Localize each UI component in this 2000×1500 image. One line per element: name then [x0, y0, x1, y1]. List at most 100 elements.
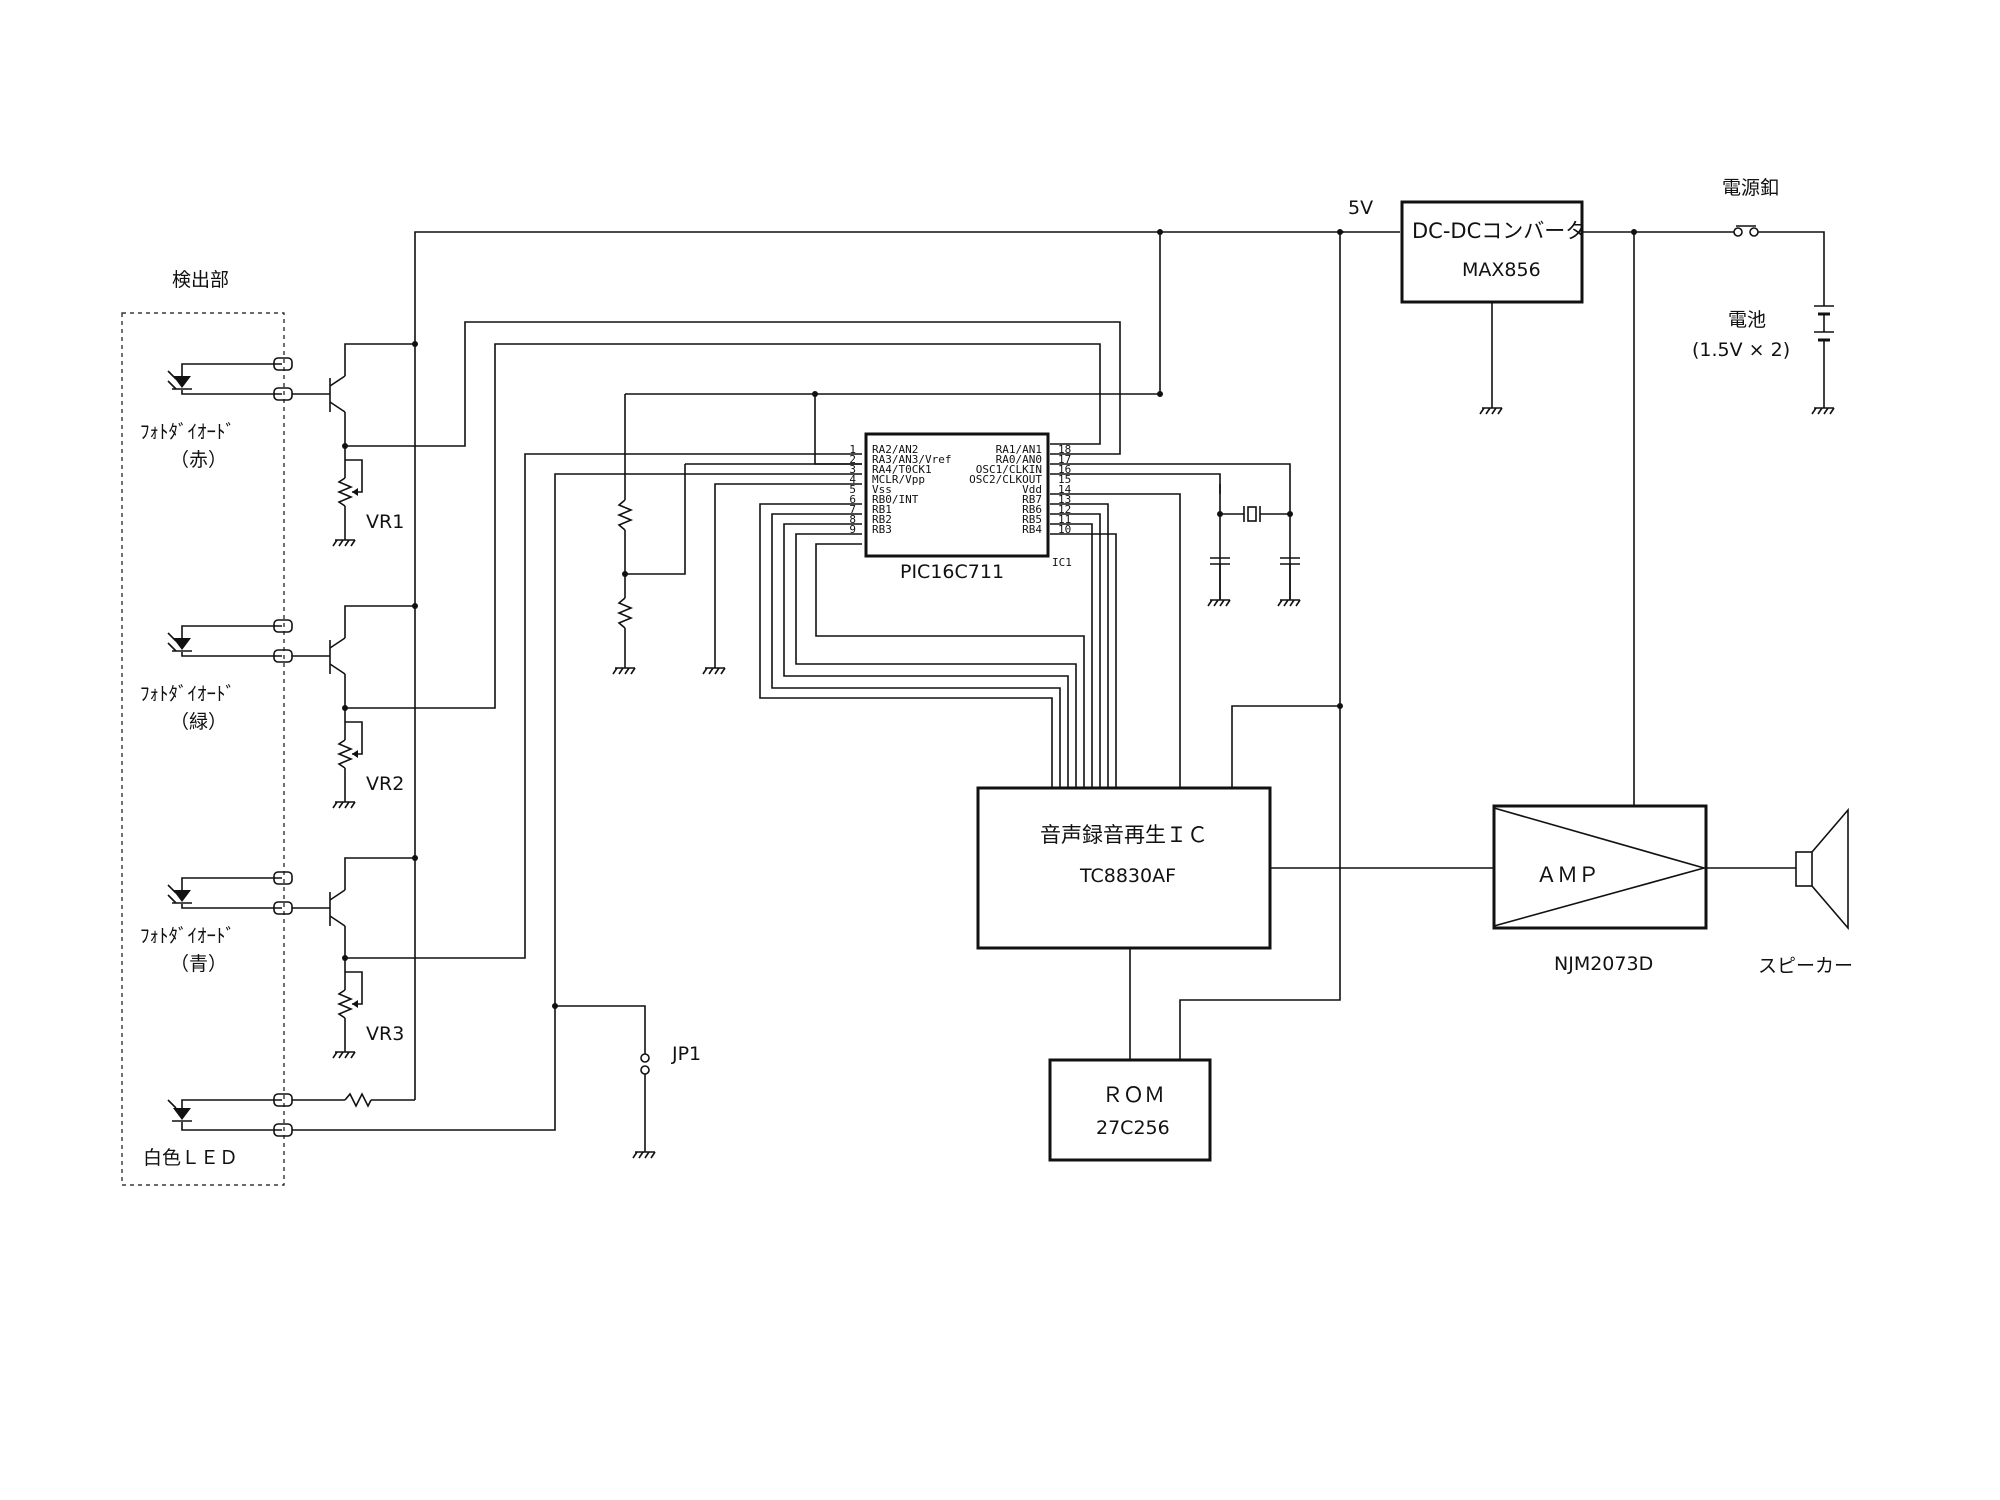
switch-contact	[1733, 227, 1743, 237]
rom-part: 27C256	[1096, 1117, 1170, 1139]
white-led-symbol	[167, 1099, 282, 1131]
mcu-pin-name: RA2/AN2	[872, 443, 918, 456]
wire-pd3-to-ra2	[345, 453, 862, 959]
vr2-label: VR2	[366, 773, 404, 795]
mcu-pin-name: RA3/AN3/Vref	[872, 453, 951, 466]
mcu-pin-num: 6	[849, 493, 856, 506]
white-led-label: 白色ＬＥＤ	[143, 1147, 238, 1169]
mcu-pin-num: 12	[1058, 503, 1071, 516]
mcu-pin-name: RA1/AN1	[996, 443, 1042, 456]
jp1-contact	[640, 1065, 650, 1075]
speaker-label: スピーカー	[1758, 955, 1853, 977]
mcu-pin-name: Vdd	[1022, 483, 1042, 496]
wire-rb4	[1050, 533, 1117, 788]
mcu-pin-name: OSC1/CLKIN	[976, 463, 1042, 476]
crystal-oscillator	[1220, 506, 1290, 522]
mcu-pin-num: 13	[1058, 493, 1071, 506]
wire-rb6	[1050, 513, 1101, 788]
mcu-name: PIC16C711	[900, 561, 1004, 583]
voice-ic-title: 音声録音再生ＩＣ	[1040, 823, 1208, 847]
photodiode-1-color: （赤）	[170, 449, 227, 471]
photodiode-2-label: ﾌｫﾄﾀﾞｲｵｰﾄﾞ	[140, 683, 235, 705]
ground-symbol	[1207, 599, 1231, 607]
dcdc-title: DC-DCコンバータ	[1412, 219, 1586, 243]
ground-symbol	[1277, 599, 1301, 607]
wire-vss	[714, 483, 862, 668]
mcu-pin-name: Vss	[872, 483, 892, 496]
wire-jp1	[555, 1005, 646, 1054]
junction-dot	[412, 855, 418, 861]
photodiode-1-symbol	[167, 363, 282, 395]
photodiode-3-color: （青）	[170, 953, 227, 975]
ground-symbol	[612, 667, 636, 675]
rom-box	[1048, 1058, 1212, 1162]
amp-title: ＡＭＰ	[1536, 863, 1599, 887]
amp-box	[1492, 804, 1708, 930]
mcu-pin-name: RB6	[1022, 503, 1042, 516]
photodiode-2-color: （緑）	[170, 711, 227, 733]
mcu-pin-num: 1	[849, 443, 856, 456]
photodiode-2-symbol	[167, 625, 282, 657]
junction-dot	[412, 603, 418, 609]
mcu-pin-num: 18	[1058, 443, 1071, 456]
speaker-icon	[1795, 807, 1849, 931]
battery-spec: (1.5V × 2)	[1692, 339, 1790, 361]
vr3-label: VR3	[366, 1023, 404, 1045]
mcu-pin-num: 4	[849, 473, 856, 486]
junction-dot	[1157, 229, 1163, 235]
mcu-pin-num: 14	[1058, 483, 1072, 496]
detector-label: 検出部	[172, 269, 229, 291]
divider-resistor-top	[616, 499, 634, 531]
jp1-contact	[640, 1053, 650, 1063]
vr3-potentiometer	[332, 958, 363, 1059]
transistor-3	[292, 857, 415, 958]
mcu-pin-num: 8	[849, 513, 856, 526]
wire-5v-vertical	[1179, 232, 1341, 1060]
battery-label: 電池	[1728, 309, 1766, 331]
led-resistor	[344, 1092, 372, 1108]
wire-rb1	[771, 513, 1061, 788]
wire-switch	[1758, 231, 1825, 306]
ground-symbol	[632, 1151, 656, 1159]
wire-pd2-to-ra1	[345, 343, 1101, 709]
wire-divider-tap	[625, 464, 686, 575]
dcdc-part: MAX856	[1462, 259, 1541, 281]
mcu-pin-num: 3	[849, 463, 856, 476]
ground-symbol	[702, 667, 726, 675]
mcu-left-pins: 1 RA2/AN2 2 RA3/AN3/Vref 3 RA4/T0CK1 4 M…	[849, 443, 951, 536]
ground-symbol	[1811, 407, 1835, 415]
mcu-pin-num: 9	[849, 523, 856, 536]
mcu-pin-num: 7	[849, 503, 856, 516]
mcu-pin-num: 17	[1058, 453, 1071, 466]
wire-osc2	[1050, 473, 1221, 494]
photodiode-3-label: ﾌｫﾄﾀﾞｲｵｰﾄﾞ	[140, 925, 235, 947]
transistor-1	[292, 343, 415, 446]
vr1-potentiometer	[332, 446, 363, 547]
rail-5v-label: 5V	[1348, 197, 1373, 219]
mcu-pin-name: RB0/INT	[872, 493, 919, 506]
connector-pin	[273, 871, 293, 885]
detector-boundary	[121, 312, 285, 1186]
vr2-potentiometer	[332, 708, 363, 809]
switch-contact	[1749, 227, 1759, 237]
connector-pin	[273, 619, 293, 633]
mcu-pin-num: 11	[1058, 513, 1071, 526]
voice-ic-part: TC8830AF	[1079, 865, 1176, 887]
mcu-pin-name: RB2	[872, 513, 892, 526]
wire-5v-to-voice	[1231, 705, 1340, 788]
jp1-label: JP1	[671, 1043, 701, 1065]
photodiode-3-symbol	[167, 877, 282, 909]
wire-osc1	[1050, 463, 1291, 600]
mcu-pin-name: OSC2/CLKOUT	[969, 473, 1042, 486]
mcu-pin-num: 10	[1058, 523, 1071, 536]
mcu-pin-num: 2	[849, 453, 856, 466]
junction-dot	[1157, 391, 1163, 397]
mcu-pin-name: RA4/T0CK1	[872, 463, 932, 476]
wire-rb3	[795, 533, 1077, 788]
mcu-ref: IC1	[1052, 556, 1072, 569]
photodiode-1-label: ﾌｫﾄﾀﾞｲｵｰﾄﾞ	[140, 421, 235, 443]
mcu-body	[864, 432, 1050, 558]
mcu-pin-name: RB5	[1022, 513, 1042, 526]
mcu-pin-name: RB4	[1022, 523, 1042, 536]
